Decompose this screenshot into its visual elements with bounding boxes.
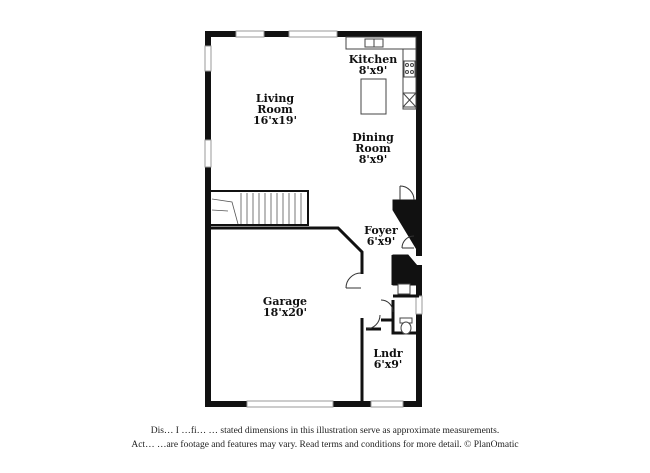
stove-icon bbox=[403, 60, 416, 78]
garage-label: Garage bbox=[263, 295, 307, 308]
kitchen-label: Kitchen bbox=[349, 53, 398, 66]
window-left-1 bbox=[204, 45, 212, 72]
dining-dims: 8'x9' bbox=[359, 153, 388, 166]
toilet-bowl-icon bbox=[400, 321, 412, 335]
kitchen-dims: 8'x9' bbox=[359, 64, 388, 77]
living-dims: 16'x19' bbox=[253, 114, 297, 127]
door-swing-closet bbox=[399, 185, 415, 201]
living-label-line2: Room bbox=[257, 103, 293, 116]
window-right-bath bbox=[415, 295, 423, 315]
living-label-line1: Living bbox=[256, 92, 294, 105]
window-laundry-bottom bbox=[370, 400, 404, 408]
laundry-dims: 6'x9' bbox=[374, 358, 403, 371]
room-labels: Kitchen 8'x9' Living Room 16'x19' Dining… bbox=[253, 53, 403, 371]
kitchen-fixtures bbox=[345, 36, 417, 115]
window-top-1 bbox=[235, 30, 265, 38]
foyer-label: Foyer bbox=[364, 224, 398, 237]
disclaimer-line-1: Dis… I …fi… … stated dimensions in this … bbox=[150, 426, 500, 436]
door-swing-foyer bbox=[401, 235, 415, 249]
garage-dims: 18'x20' bbox=[263, 306, 307, 319]
stairs bbox=[209, 190, 309, 226]
garage-door bbox=[246, 400, 334, 408]
disclaimer-line-2: Act… …are footage and features may vary.… bbox=[131, 440, 519, 450]
dining-label-line2: Room bbox=[355, 142, 391, 155]
vanity-icon bbox=[397, 283, 411, 295]
window-top-2 bbox=[288, 30, 338, 38]
stair-box bbox=[209, 190, 309, 226]
laundry-label: Lndr bbox=[373, 347, 402, 360]
windows bbox=[204, 30, 423, 408]
window-left-2 bbox=[204, 139, 212, 168]
door-swing-powder bbox=[380, 299, 394, 313]
bath-fixtures bbox=[397, 283, 413, 335]
kitchen-island bbox=[360, 78, 387, 115]
interior-walls bbox=[208, 226, 419, 404]
doors bbox=[345, 185, 420, 330]
powder-wall bbox=[392, 254, 420, 286]
door-swing-garage bbox=[345, 272, 362, 289]
dining-label-line1: Dining bbox=[352, 131, 394, 144]
closet-wall bbox=[392, 199, 420, 255]
foyer-dims: 6'x9' bbox=[367, 235, 396, 248]
door-swing-laundry bbox=[365, 314, 381, 330]
